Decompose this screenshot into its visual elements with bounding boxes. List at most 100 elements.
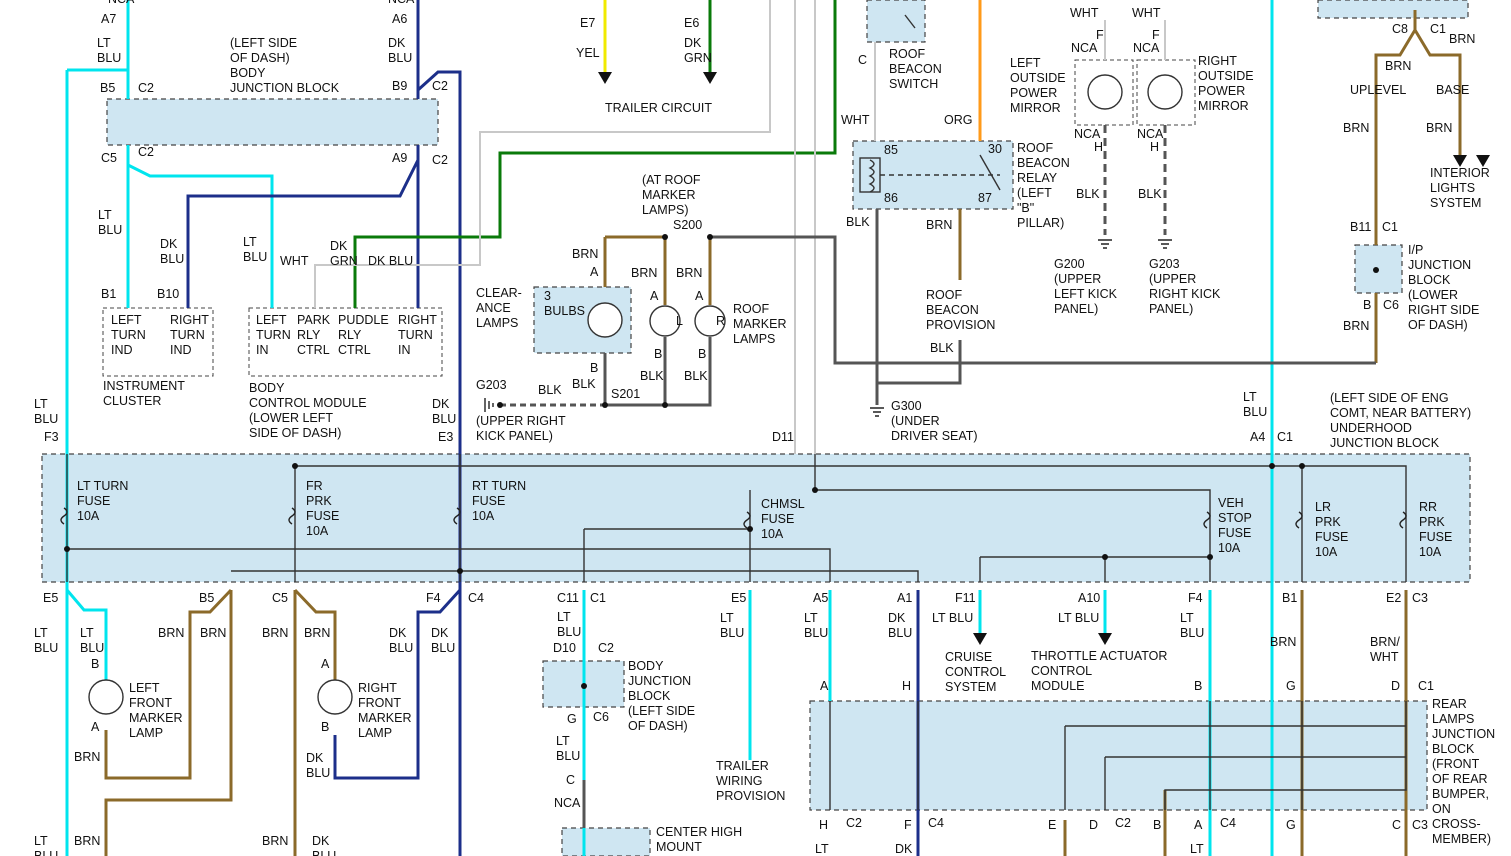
label-s200: S200	[673, 218, 702, 232]
label-a-clr: A	[590, 265, 599, 279]
clearance-lamp-bulb	[587, 302, 623, 338]
fuse-chmsl-symbol	[743, 511, 751, 529]
roof-beacon-switch-box	[866, 0, 926, 43]
label-nca-c: NCA	[554, 796, 581, 810]
label-g-c6: G	[567, 712, 577, 726]
label-brn-b5b: BRN	[200, 626, 226, 640]
label-f-c4: F	[904, 818, 912, 832]
label-lt-bot-h: LT	[815, 842, 829, 856]
label-f-r: F	[1152, 28, 1160, 42]
label-pa: A	[820, 679, 829, 693]
label-b9: B9	[392, 79, 407, 93]
label-b-lfm: B	[91, 657, 99, 671]
label-c2-d10: C2	[598, 641, 614, 655]
label-a9: A9	[392, 151, 407, 165]
label-a-b: A	[1194, 818, 1203, 832]
label-wht-r: WHT	[1132, 6, 1161, 20]
label-dk-bot-f: DK	[895, 842, 913, 856]
label-brn-ml: BRN	[631, 266, 657, 280]
label-c3-b: C3	[1412, 818, 1428, 832]
label-e-b: E	[1048, 818, 1056, 832]
label-a-mr: A	[695, 289, 704, 303]
label-lt-bot-c: LT	[1190, 842, 1204, 856]
label-lt-blu-f11: LT BLU	[932, 611, 973, 625]
label-c1-c11: C1	[590, 591, 606, 605]
label-b-mr: B	[698, 347, 706, 361]
label-a7: A7	[101, 12, 116, 26]
label-wht-l: WHT	[1070, 6, 1099, 20]
label-dk-blu-b7: DK BLU	[368, 254, 413, 268]
label-brn-up: BRN	[1343, 121, 1369, 135]
label-brn-bot2: BRN	[262, 834, 288, 848]
label-e5a: E5	[43, 591, 58, 605]
roof-marker-lamp-left	[649, 305, 681, 337]
label-c1-d: C1	[1418, 679, 1434, 693]
label-e2: E2	[1386, 591, 1401, 605]
label-wht-relay: WHT	[841, 113, 870, 127]
label-h-c2: H	[819, 818, 828, 832]
label-nca-l: NCA	[1071, 41, 1098, 55]
label-brn-c5b: BRN	[304, 626, 330, 640]
label-brn-b5a: BRN	[158, 626, 184, 640]
label-p85: 85	[884, 143, 898, 157]
relay-internals	[859, 14, 1001, 193]
label-brn-c5a: BRN	[262, 626, 288, 640]
label-d10: D10	[553, 641, 576, 655]
label-b-c6: B	[1363, 298, 1371, 312]
label-c-b: C	[1392, 818, 1401, 832]
fuse-fr-prk-symbol	[288, 507, 296, 525]
label-c3: C3	[1412, 591, 1428, 605]
label-a1: A1	[897, 591, 912, 605]
label-brn-relay: BRN	[926, 218, 952, 232]
right-mirror-lamp	[1147, 74, 1183, 110]
label-c6-g: C6	[593, 710, 609, 724]
top-right-junction-block	[1317, 0, 1469, 19]
label-blk-g203: BLK	[538, 383, 562, 397]
label-a-lfm: A	[91, 720, 100, 734]
label-brn-c8: BRN	[1449, 32, 1475, 46]
label-brn-b1: BRN	[1270, 635, 1296, 649]
label-nca-l2: NCA	[1074, 127, 1101, 141]
label-blk-clr: BLK	[572, 377, 596, 391]
label-c2-c: C2	[138, 145, 154, 159]
fuse-lr-prk-symbol	[1295, 511, 1303, 529]
rear-block-bus	[829, 701, 1407, 810]
label-c5b: C5	[272, 591, 288, 605]
label-lt-blu-a10: LT BLU	[1058, 611, 1099, 625]
label-brn-clr: BRN	[572, 247, 598, 261]
fuse-veh-stop-symbol	[1203, 511, 1211, 529]
fuse-rt-turn-symbol	[453, 507, 461, 525]
label-b-b: B	[1153, 818, 1161, 832]
label-a6: A6	[392, 12, 407, 26]
label-a10: A10	[1078, 591, 1100, 605]
label-blk-l: BLK	[1076, 187, 1100, 201]
label-brn-bot1: BRN	[74, 834, 100, 848]
label-c4a: C4	[468, 591, 484, 605]
